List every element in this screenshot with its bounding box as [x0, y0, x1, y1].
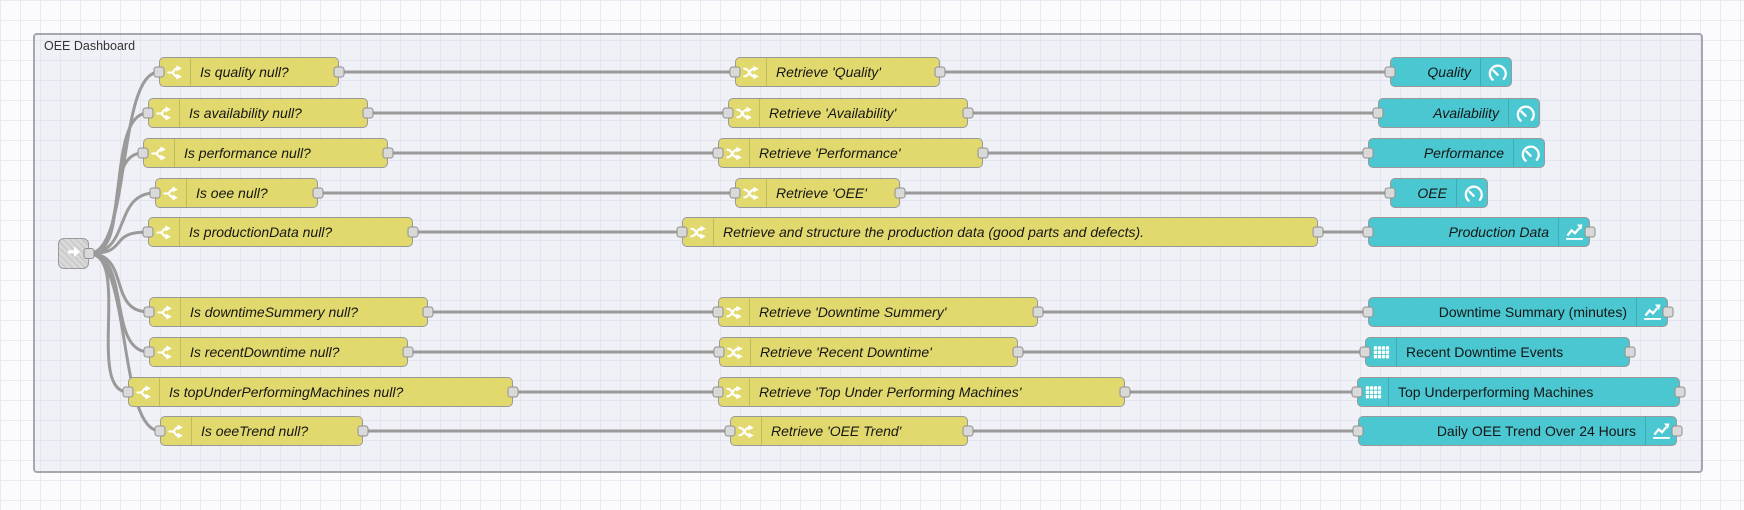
- node-label: Retrieve and structure the production da…: [723, 224, 1145, 240]
- node-label: Quality: [1427, 64, 1471, 80]
- node-label: Is quality null?: [200, 64, 289, 80]
- chart-line-icon: [1558, 218, 1589, 246]
- node-switch-is-downtimesummery-null[interactable]: Is downtimeSummery null?: [149, 297, 428, 327]
- switch-icon: [160, 58, 191, 86]
- node-ui-production-data[interactable]: Production Data: [1368, 217, 1590, 247]
- change-icon: [719, 298, 750, 326]
- node-change-retrieve-oee-trend[interactable]: Retrieve 'OEE Trend': [730, 416, 968, 446]
- switch-icon: [150, 338, 181, 366]
- node-switch-is-topunderperformingmachines-null[interactable]: Is topUnderPerformingMachines null?: [128, 377, 513, 407]
- node-ui-oee[interactable]: OEE: [1390, 178, 1488, 208]
- node-switch-is-productiondata-null[interactable]: Is productionData null?: [148, 217, 413, 247]
- node-ui-performance[interactable]: Performance: [1368, 138, 1545, 168]
- node-label: Retrieve 'OEE': [776, 185, 867, 201]
- node-switch-is-oee-null[interactable]: Is oee null?: [155, 178, 318, 208]
- change-icon: [736, 58, 767, 86]
- node-label: Is performance null?: [184, 145, 311, 161]
- node-label: Recent Downtime Events: [1406, 344, 1564, 360]
- node-label: Is productionData null?: [189, 224, 333, 240]
- node-ui-availability[interactable]: Availability: [1378, 98, 1540, 128]
- switch-icon: [144, 139, 175, 167]
- gauge-icon: [1480, 58, 1511, 86]
- node-change-retrieve-performance[interactable]: Retrieve 'Performance': [718, 138, 983, 168]
- change-icon: [731, 417, 762, 445]
- node-change-retrieve-and-structure-the-production-da[interactable]: Retrieve and structure the production da…: [682, 217, 1318, 247]
- node-label: Availability: [1433, 105, 1499, 121]
- node-label: Retrieve 'Downtime Summery': [759, 304, 947, 320]
- switch-icon: [149, 99, 180, 127]
- node-label: Top Underperforming Machines: [1398, 384, 1594, 400]
- chart-line-icon: [1645, 417, 1676, 445]
- node-ui-recent-downtime-events[interactable]: Recent Downtime Events: [1365, 337, 1630, 367]
- node-label: Retrieve 'Availability': [769, 105, 897, 121]
- change-icon: [720, 338, 751, 366]
- node-label: Retrieve 'OEE Trend': [771, 423, 902, 439]
- node-label: Is availability null?: [189, 105, 302, 121]
- gauge-icon: [1456, 179, 1487, 207]
- node-change-retrieve-downtime-summery[interactable]: Retrieve 'Downtime Summery': [718, 297, 1038, 327]
- switch-icon: [156, 179, 187, 207]
- change-icon: [719, 139, 750, 167]
- node-switch-is-availability-null[interactable]: Is availability null?: [148, 98, 368, 128]
- gauge-icon: [1508, 99, 1539, 127]
- node-change-retrieve-oee[interactable]: Retrieve 'OEE': [735, 178, 900, 208]
- node-switch-is-quality-null[interactable]: Is quality null?: [159, 57, 339, 87]
- node-label: Downtime Summary (minutes): [1438, 304, 1627, 320]
- node-ui-downtime-summary-minutes[interactable]: Downtime Summary (minutes): [1368, 297, 1668, 327]
- node-switch-is-recentdowntime-null[interactable]: Is recentDowntime null?: [149, 337, 408, 367]
- node-change-retrieve-availability[interactable]: Retrieve 'Availability': [728, 98, 968, 128]
- change-icon: [736, 179, 767, 207]
- node-label: Is oee null?: [196, 185, 268, 201]
- switch-icon: [150, 298, 181, 326]
- node-label: Retrieve 'Performance': [759, 145, 901, 161]
- link-in-icon: [64, 241, 84, 266]
- change-icon: [729, 99, 760, 127]
- node-label: Is recentDowntime null?: [190, 344, 340, 360]
- node-ui-quality[interactable]: Quality: [1390, 57, 1512, 87]
- gauge-icon: [1513, 139, 1544, 167]
- table-icon: [1358, 378, 1389, 406]
- change-icon: [683, 218, 714, 246]
- node-change-retrieve-top-under-performing-machines[interactable]: Retrieve 'Top Under Performing Machines': [718, 377, 1125, 407]
- node-label: Retrieve 'Top Under Performing Machines': [759, 384, 1022, 400]
- switch-icon: [149, 218, 180, 246]
- switch-icon: [129, 378, 160, 406]
- node-ui-daily-oee-trend-over-24-hours[interactable]: Daily OEE Trend Over 24 Hours: [1358, 416, 1677, 446]
- node-label: Is topUnderPerformingMachines null?: [169, 384, 404, 400]
- node-label: Daily OEE Trend Over 24 Hours: [1436, 423, 1636, 439]
- node-switch-is-oeetrend-null[interactable]: Is oeeTrend null?: [160, 416, 363, 446]
- node-change-retrieve-quality[interactable]: Retrieve 'Quality': [735, 57, 940, 87]
- node-label: OEE: [1417, 185, 1447, 201]
- node-label: Performance: [1423, 145, 1504, 161]
- switch-icon: [161, 417, 192, 445]
- table-icon: [1366, 338, 1397, 366]
- chart-line-icon: [1636, 298, 1667, 326]
- node-switch-is-performance-null[interactable]: Is performance null?: [143, 138, 388, 168]
- node-label: Is oeeTrend null?: [201, 423, 309, 439]
- node-ui-top-underperforming-machines[interactable]: Top Underperforming Machines: [1357, 377, 1680, 407]
- node-label: Retrieve 'Recent Downtime': [760, 344, 932, 360]
- node-change-retrieve-recent-downtime[interactable]: Retrieve 'Recent Downtime': [719, 337, 1018, 367]
- node-link-in[interactable]: [58, 238, 89, 269]
- change-icon: [719, 378, 750, 406]
- group-label: OEE Dashboard: [44, 39, 136, 53]
- node-label: Is downtimeSummery null?: [190, 304, 359, 320]
- node-label: Retrieve 'Quality': [776, 64, 881, 80]
- node-label: Production Data: [1448, 224, 1549, 240]
